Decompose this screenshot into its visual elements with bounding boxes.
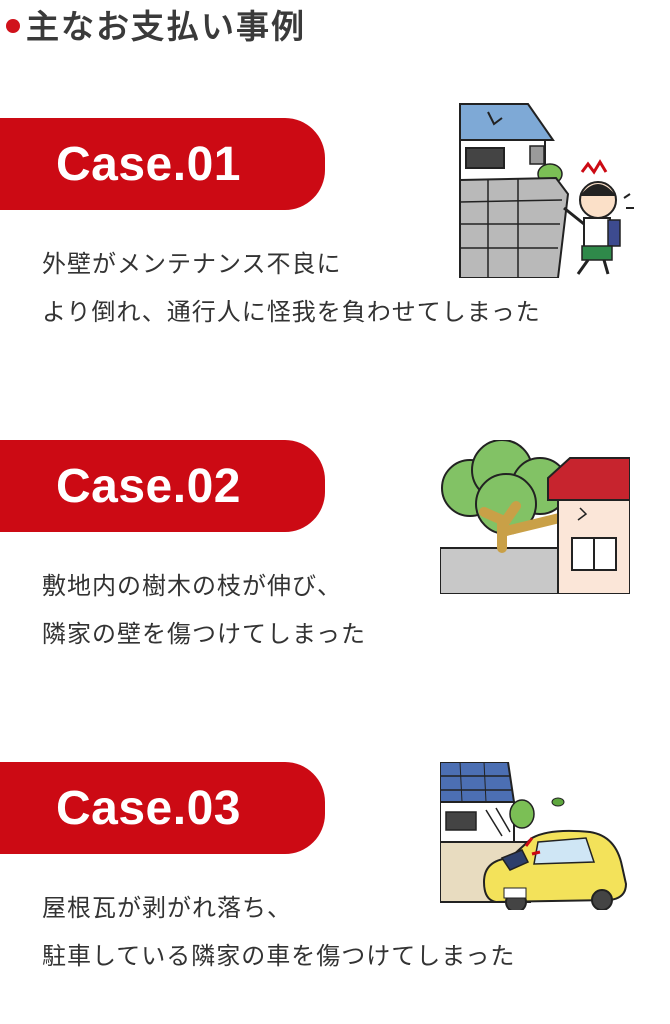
roof-tile-car-damage-illustration-icon [440,762,628,910]
tree-branch-damage-illustration-icon [440,440,630,594]
case-description-line: より倒れ、通行人に怪我を負わせてしまった [42,298,541,326]
case-description-line: 敷地内の樹木の枝が伸び、 [42,572,342,600]
collapsed-wall-illustration-icon [459,103,634,278]
case-description: 敷地内の樹木の枝が伸び、 隣家の壁を傷つけてしまった [42,562,366,658]
case-description-line: 駐車している隣家の車を傷つけてしまった [42,942,516,970]
case-card-01: Case.01 外壁がメンテナンス不良に より倒れ、通行人に怪我を負わせてしまっ [0,103,670,358]
case-description: 外壁がメンテナンス不良に より倒れ、通行人に怪我を負わせてしまった [42,240,541,336]
case-description: 屋根瓦が剥がれ落ち、 駐車している隣家の車を傷つけてしまった [42,884,515,980]
case-label: Case.03 [56,781,241,835]
case-card-03: Case.03 屋根瓦が剥がれ落ち、 駐車している隣家の車を傷つけてしまった [0,762,670,1002]
case-label: Case.02 [56,459,241,513]
case-label-banner: Case.03 [0,762,325,854]
case-description-line: 隣家の壁を傷つけてしまった [42,620,367,648]
case-label-banner: Case.02 [0,440,325,532]
case-label-banner: Case.01 [0,118,325,210]
section-heading: 主なお支払い事例 [6,2,306,46]
case-label: Case.01 [56,137,241,191]
bullet-dot-icon [6,19,20,33]
case-card-02: Case.02 敷地内の樹木の枝が伸び、 隣家の壁を傷つけてしまった [0,440,670,680]
case-description-line: 屋根瓦が剥がれ落ち、 [42,894,292,922]
case-description-line: 外壁がメンテナンス不良に [42,250,342,278]
page-title: 主なお支払い事例 [26,7,306,46]
